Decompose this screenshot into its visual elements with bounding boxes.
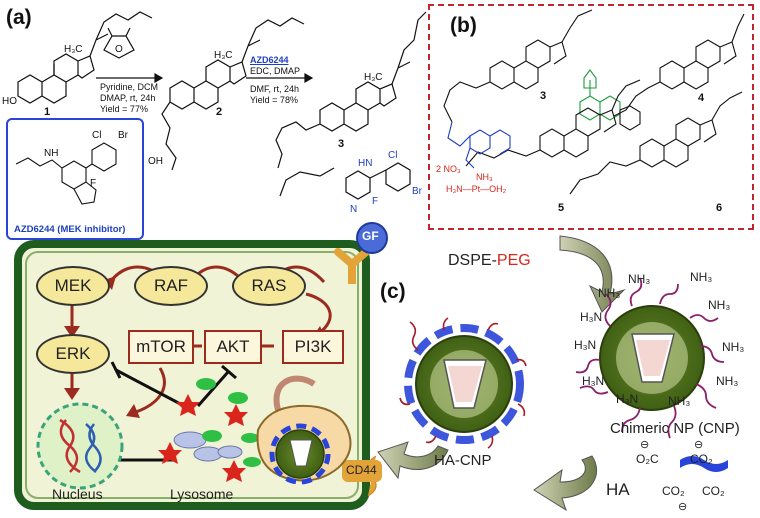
minus-sign-3: ⊖	[678, 501, 688, 513]
compound-1-label: 1	[44, 106, 51, 118]
panel-a-structures	[15, 11, 427, 205]
h3c-label-2: H₃C	[214, 50, 233, 61]
minus-sign-2: ⊖	[694, 439, 704, 451]
ha-cnp-particle	[404, 324, 524, 444]
node-pi3k: PI3K	[282, 330, 344, 364]
node-mtor: mTOR	[128, 330, 194, 364]
nh3-label-5: NH₃	[722, 340, 745, 354]
f-label: F	[372, 196, 379, 207]
n-label: N	[350, 204, 358, 215]
ha-cnp-label: HA-CNP	[434, 452, 492, 469]
step1-line1: Pyridine, DCM	[100, 82, 159, 92]
co2-label-1: CO₂	[690, 452, 713, 466]
step1-line2: DMAP, rt, 24h	[100, 93, 156, 103]
br-label: Br	[412, 186, 422, 197]
panel-c-label: (c)	[380, 280, 406, 303]
minus-sign-1: ⊖	[640, 439, 650, 451]
nh3-label-7: NH₃	[668, 394, 691, 408]
h3n-label-4: H₃N	[616, 392, 639, 406]
cl-label: Cl	[388, 150, 398, 161]
h3c-label-3: H₃C	[364, 72, 383, 83]
peg-text: PEG	[496, 252, 531, 269]
panel-b-compound-6: 6	[716, 202, 723, 214]
step2-line1: EDC, DMAP	[250, 66, 301, 76]
panel-a-label: (a)	[6, 6, 32, 29]
h3c-label-1: H₃C	[64, 44, 83, 55]
oh-label: OH	[148, 156, 163, 167]
step2-reagent: AZD6244	[250, 55, 289, 65]
panel-b-compound-4: 4	[698, 92, 705, 104]
inset-f: F	[90, 178, 97, 189]
nh3-label-2: NH₃	[628, 272, 651, 286]
nh3-label-6: NH₃	[716, 374, 739, 388]
step2-line2: DMF, rt, 24h	[250, 84, 300, 94]
gf-label: GF	[362, 229, 379, 243]
o2c-label: O₂C	[636, 452, 659, 466]
lysosome-label: Lysosome	[170, 486, 234, 502]
dspe-peg-label: DSPE-PEG	[448, 252, 531, 270]
compound-2-label: 2	[216, 106, 223, 118]
nh3-label-1: NH₃	[598, 286, 621, 300]
panel-b-structures	[443, 9, 745, 195]
dspe-text: DSPE-	[448, 252, 497, 269]
panel-b-compound-5: 5	[558, 202, 565, 214]
node-ras: RAS	[232, 266, 306, 306]
pt-nh3-label: NH₃	[476, 172, 493, 182]
ho-label: HO	[2, 96, 17, 107]
step2-line3: Yield = 78%	[250, 95, 298, 105]
node-raf: RAF	[134, 266, 208, 306]
node-mek: MEK	[36, 266, 110, 306]
panel-b-compound-3: 3	[540, 90, 547, 102]
co2-label-3: CO₂	[702, 484, 725, 498]
inset-nh: NH	[44, 148, 59, 159]
nh3-label-3: NH₃	[690, 270, 713, 284]
azd6244-inset-box	[6, 118, 144, 240]
cnp-particle	[599, 305, 705, 411]
o-label-anhydride: O	[115, 44, 123, 55]
pt-complex-label: H₃N—Pt—OH₂	[446, 184, 507, 194]
h3n-label-2: H₃N	[574, 338, 597, 352]
h3n-label-3: H₃N	[582, 374, 605, 388]
inset-br: Br	[118, 130, 128, 141]
inset-cl: Cl	[92, 130, 102, 141]
panel-b-box	[428, 4, 754, 230]
cnp-label: Chimeric NP (CNP)	[610, 420, 740, 437]
compound-3-label: 3	[338, 138, 345, 150]
azd6244-inset-caption: AZD6244 (MEK inhibitor)	[14, 224, 126, 235]
nucleus-label: Nucleus	[52, 486, 103, 502]
node-akt: AKT	[204, 330, 262, 364]
nh3-label-4: NH₃	[708, 298, 731, 312]
pt-no3-label: 2 NO₃	[436, 164, 461, 174]
h3n-label-1: H₃N	[580, 310, 603, 324]
node-erk: ERK	[36, 334, 110, 374]
panel-b-label: (b)	[450, 14, 477, 37]
cd44-label: CD44	[346, 463, 377, 477]
step1-line3: Yield = 77%	[100, 104, 148, 114]
co2-label-2: CO₂	[662, 484, 685, 498]
hn-label: HN	[358, 158, 373, 169]
ha-label: HA	[606, 480, 630, 499]
